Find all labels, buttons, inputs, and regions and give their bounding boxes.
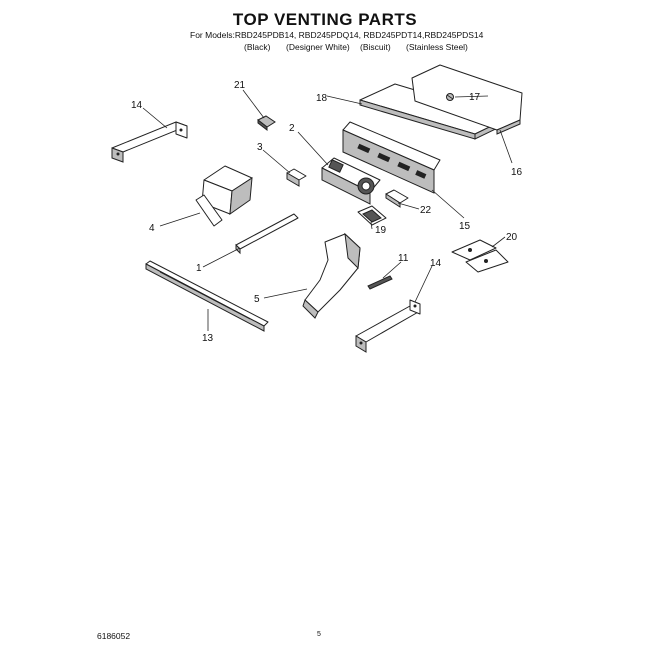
model-variants: (Black) (Designer White) (Biscuit) (Stai… <box>0 42 650 54</box>
callout-21: 21 <box>234 80 246 91</box>
callout-4: 4 <box>149 223 155 234</box>
page-number: 5 <box>317 631 321 638</box>
page-title: TOP VENTING PARTS <box>232 10 418 29</box>
part-2-blower-assembly <box>321 157 381 205</box>
part-16-rear-panel <box>411 64 523 135</box>
part-17-screw <box>446 93 454 101</box>
leader-lines <box>142 89 513 331</box>
part-4-vent-box <box>195 165 253 227</box>
part-5-duct-bracket <box>302 232 361 319</box>
part-15-vent-duct <box>342 121 441 194</box>
callout-11: 11 <box>398 253 409 264</box>
part-21-clip <box>257 115 276 132</box>
variant-biscuit: (Biscuit) <box>360 42 391 52</box>
callout-16: 16 <box>511 167 523 178</box>
part-14-left-bracket <box>111 121 188 163</box>
callout-22: 22 <box>420 205 432 216</box>
callout-13: 13 <box>202 333 214 344</box>
callout-17: 17 <box>469 92 481 103</box>
callout-5: 5 <box>254 294 260 305</box>
part-14-right-bracket <box>355 299 421 353</box>
part-13-long-rail <box>145 260 269 332</box>
callout-2: 2 <box>289 123 295 134</box>
variant-designer-white: (Designer White) <box>286 42 350 52</box>
callout-3: 3 <box>257 142 263 153</box>
callout-14-top: 14 <box>131 100 143 111</box>
callout-20: 20 <box>506 232 518 243</box>
part-20-hinge-bracket <box>451 239 509 273</box>
part-11-fastener-strip <box>367 275 393 290</box>
callouts: 21 14 18 17 2 16 3 15 22 4 19 20 11 1 14… <box>131 80 523 344</box>
part-3-block <box>286 168 307 187</box>
variant-stainless-steel: (Stainless Steel) <box>406 42 468 52</box>
callout-14-bottom: 14 <box>430 258 442 269</box>
models-line: For Models:RBD245PDB14, RBD245PDQ14, RBD… <box>190 30 484 40</box>
variant-black: (Black) <box>244 42 271 52</box>
document-id: 6186052 <box>97 631 131 641</box>
part-1-strip <box>235 213 299 255</box>
callout-19: 19 <box>375 225 387 236</box>
callout-15: 15 <box>459 221 471 232</box>
part-19-plate <box>357 205 387 226</box>
callout-1: 1 <box>196 263 202 274</box>
part-22-bracket <box>385 189 409 208</box>
callout-18: 18 <box>316 93 328 104</box>
